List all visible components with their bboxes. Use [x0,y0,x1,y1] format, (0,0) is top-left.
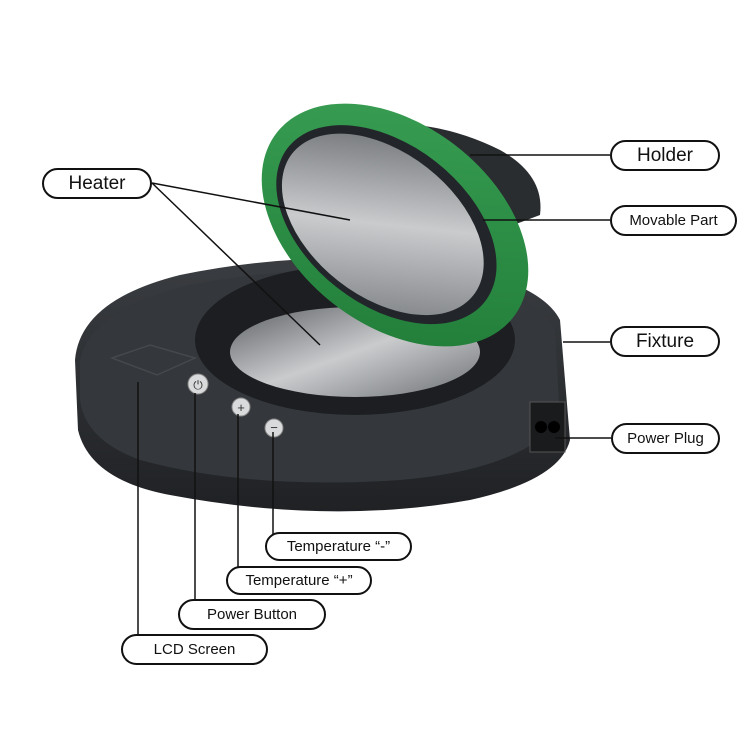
temperature-minus-label: Temperature “-” [265,532,412,561]
heater-label: Heater [42,168,152,199]
power-button-icon[interactable] [187,373,209,395]
svg-text:−: − [270,420,278,435]
minus-button-icon[interactable] [264,418,284,438]
holder-label: Holder [610,140,720,171]
power-plug-label: Power Plug [611,423,720,454]
fixture-label: Fixture [610,326,720,357]
lcd-screen [109,344,198,376]
plus-button-icon[interactable] [231,397,251,417]
movable-part-label: Movable Part [610,205,737,236]
svg-text:⏻: ⏻ [193,378,203,392]
svg-text:+: + [237,400,245,415]
lcd-screen-label: LCD Screen [121,634,268,665]
temperature-plus-label: Temperature “+” [226,566,372,595]
power-button-label: Power Button [178,599,326,630]
movable-lid [261,103,529,347]
